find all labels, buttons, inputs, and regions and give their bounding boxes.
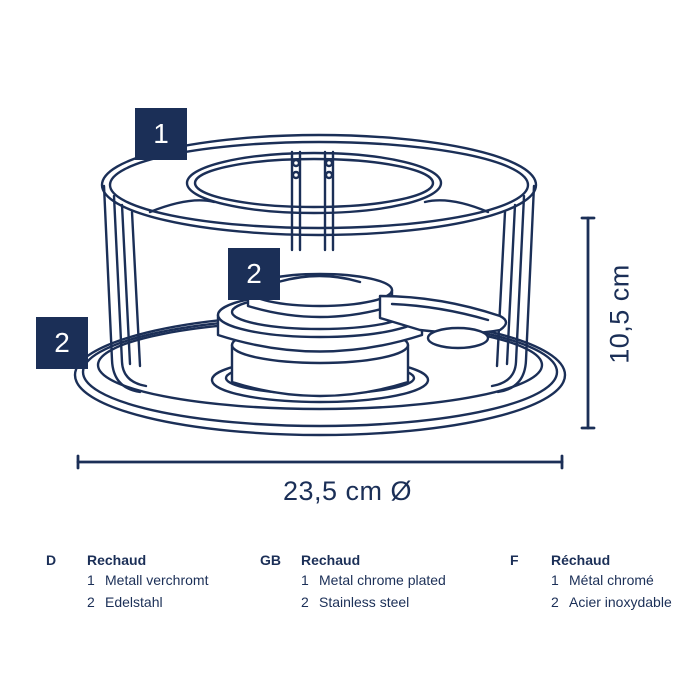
legend-item: 1 Metall verchromt xyxy=(87,572,208,588)
legend-title: Réchaud xyxy=(551,552,611,568)
item-number: 1 xyxy=(551,572,559,588)
height-dimension-line xyxy=(580,216,596,430)
legend-title: Rechaud xyxy=(301,552,361,568)
legend-item: 2 Stainless steel xyxy=(301,594,409,610)
legend-gb: GB Rechaud 1 Metal chrome plated 2 Stainle… xyxy=(260,552,475,622)
legend-de: D Rechaud 1 Metall verchromt 2 Edelstahl xyxy=(46,552,246,622)
legend-item: 1 Metal chrome plated xyxy=(301,572,446,588)
item-text: Métal chromé xyxy=(569,572,654,588)
callout-ring: 1 xyxy=(135,108,187,160)
item-number: 1 xyxy=(301,572,309,588)
item-text: Stainless steel xyxy=(319,594,410,610)
diameter-dimension-line xyxy=(76,454,564,470)
item-number: 1 xyxy=(87,572,95,588)
legend-item: 2 Edelstahl xyxy=(87,594,163,610)
burner xyxy=(210,272,508,404)
diameter-label: 23,5 cm Ø xyxy=(282,476,413,506)
height-label: 10,5 cm xyxy=(604,264,635,364)
item-number: 2 xyxy=(87,594,95,610)
item-number: 2 xyxy=(301,594,309,610)
item-text: Edelstahl xyxy=(105,594,163,610)
legend-item: 2 Acier inoxydable xyxy=(551,594,672,610)
callout-base: 2 xyxy=(36,317,88,369)
language-code: GB xyxy=(260,552,281,568)
item-text: Metall verchromt xyxy=(105,572,209,588)
callout-burner: 2 xyxy=(228,248,280,300)
item-text: Acier inoxydable xyxy=(569,594,672,610)
top-ring xyxy=(100,133,538,237)
language-code: D xyxy=(46,552,57,568)
legend-item: 1 Métal chromé xyxy=(551,572,654,588)
item-number: 2 xyxy=(551,594,559,610)
language-code: F xyxy=(510,552,519,568)
item-text: Metal chrome plated xyxy=(319,572,446,588)
legend-fr: F Réchaud 1 Métal chromé 2 Acier inoxydabl… xyxy=(510,552,690,622)
legend-title: Rechaud xyxy=(87,552,147,568)
